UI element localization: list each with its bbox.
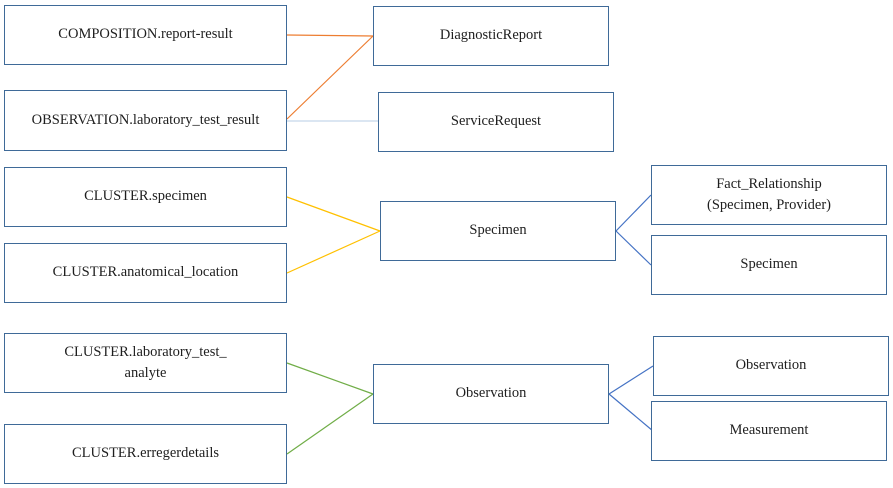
diagnostic-report-label: DiagnosticReport: [439, 27, 543, 44]
edge-anatomical-location-to-specimen: [286, 230, 381, 274]
cluster-erregerdetails-box: CLUSTER.erregerdetails: [4, 424, 287, 484]
specimen-omop-label: Specimen: [740, 256, 798, 273]
composition-report-result-label: COMPOSITION.report-result: [58, 26, 233, 43]
measurement-label: Measurement: [729, 422, 809, 439]
cluster-erregerdetails-label: CLUSTER.erregerdetails: [72, 445, 219, 462]
service-request-box: ServiceRequest: [378, 92, 614, 152]
cluster-lab-test-analyte-label: CLUSTER.laboratory_test_ analyte: [64, 343, 227, 381]
edge-specimen-to-fact-relationship: [615, 194, 652, 232]
edge-observation-to-measurement: [608, 393, 654, 432]
edge-observation-to-observation-omop: [608, 365, 654, 395]
observation-fhir-box: Observation: [373, 364, 609, 424]
cluster-lab-test-analyte-box: CLUSTER.laboratory_test_ analyte: [4, 333, 287, 393]
observation-omop-label: Observation: [735, 357, 807, 374]
specimen-fhir-box: Specimen: [380, 201, 616, 261]
edge-erregerdetails-to-observation: [286, 393, 374, 455]
edge-analyte-to-observation: [286, 362, 374, 395]
edge-composition-to-diagnosticreport: [286, 34, 374, 37]
edge-cluster-specimen-to-specimen: [286, 196, 381, 232]
composition-report-result-box: COMPOSITION.report-result: [4, 5, 287, 65]
cluster-specimen-box: CLUSTER.specimen: [4, 167, 287, 227]
measurement-box: Measurement: [651, 401, 887, 461]
service-request-label: ServiceRequest: [450, 113, 542, 130]
specimen-fhir-label: Specimen: [469, 222, 527, 239]
fact-relationship-label: Fact_Relationship (Specimen, Provider): [706, 175, 832, 213]
observation-omop-box: Observation: [653, 336, 889, 396]
observation-fhir-label: Observation: [455, 385, 527, 402]
fact-relationship-box: Fact_Relationship (Specimen, Provider): [651, 165, 887, 225]
edge-specimen-to-specimen-omop: [615, 230, 652, 266]
specimen-omop-box: Specimen: [651, 235, 887, 295]
edge-observation-to-diagnosticreport: [286, 35, 374, 120]
observation-lab-test-result-label: OBSERVATION.laboratory_test_result: [31, 111, 260, 128]
cluster-anatomical-location-box: CLUSTER.anatomical_location: [4, 243, 287, 303]
cluster-anatomical-location-label: CLUSTER.anatomical_location: [52, 264, 239, 281]
diagnostic-report-box: DiagnosticReport: [373, 6, 609, 66]
cluster-specimen-label: CLUSTER.specimen: [84, 188, 207, 205]
observation-lab-test-result-box: OBSERVATION.laboratory_test_result: [4, 90, 287, 151]
